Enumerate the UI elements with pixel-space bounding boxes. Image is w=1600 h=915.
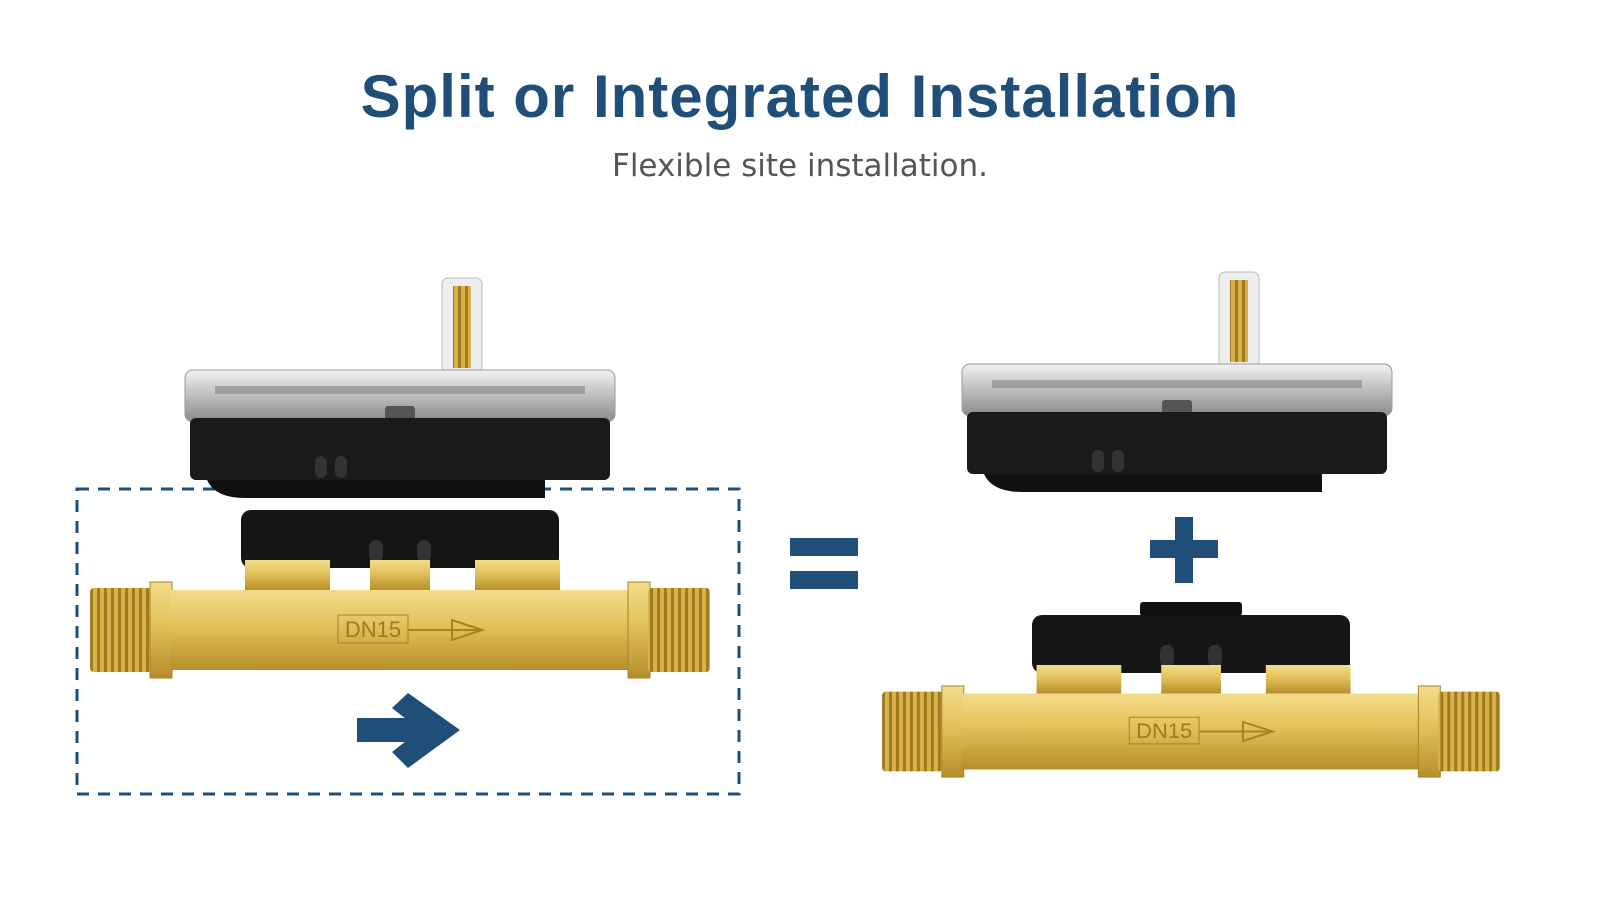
arrow-right-icon xyxy=(357,693,460,768)
sensor-connector xyxy=(1140,602,1242,616)
pipe-size-label: DN15 xyxy=(345,617,401,642)
page-title: Split or Integrated Installation xyxy=(360,63,1240,130)
brass-pipe: DN15 xyxy=(90,560,710,679)
brass-pipe: DN15 xyxy=(882,665,1501,778)
sensor-base xyxy=(241,510,559,568)
integrated-meter: DN15 xyxy=(75,277,741,796)
calculator-head xyxy=(961,271,1393,493)
pipe-size-label: DN15 xyxy=(1136,720,1192,743)
page-subtitle: Flexible site installation. xyxy=(611,148,988,184)
plus-icon xyxy=(1150,517,1218,583)
calculator-head xyxy=(184,277,616,499)
split-meter: DN15 xyxy=(882,271,1501,778)
equals-icon xyxy=(790,538,858,589)
sensor-base xyxy=(1032,615,1350,673)
